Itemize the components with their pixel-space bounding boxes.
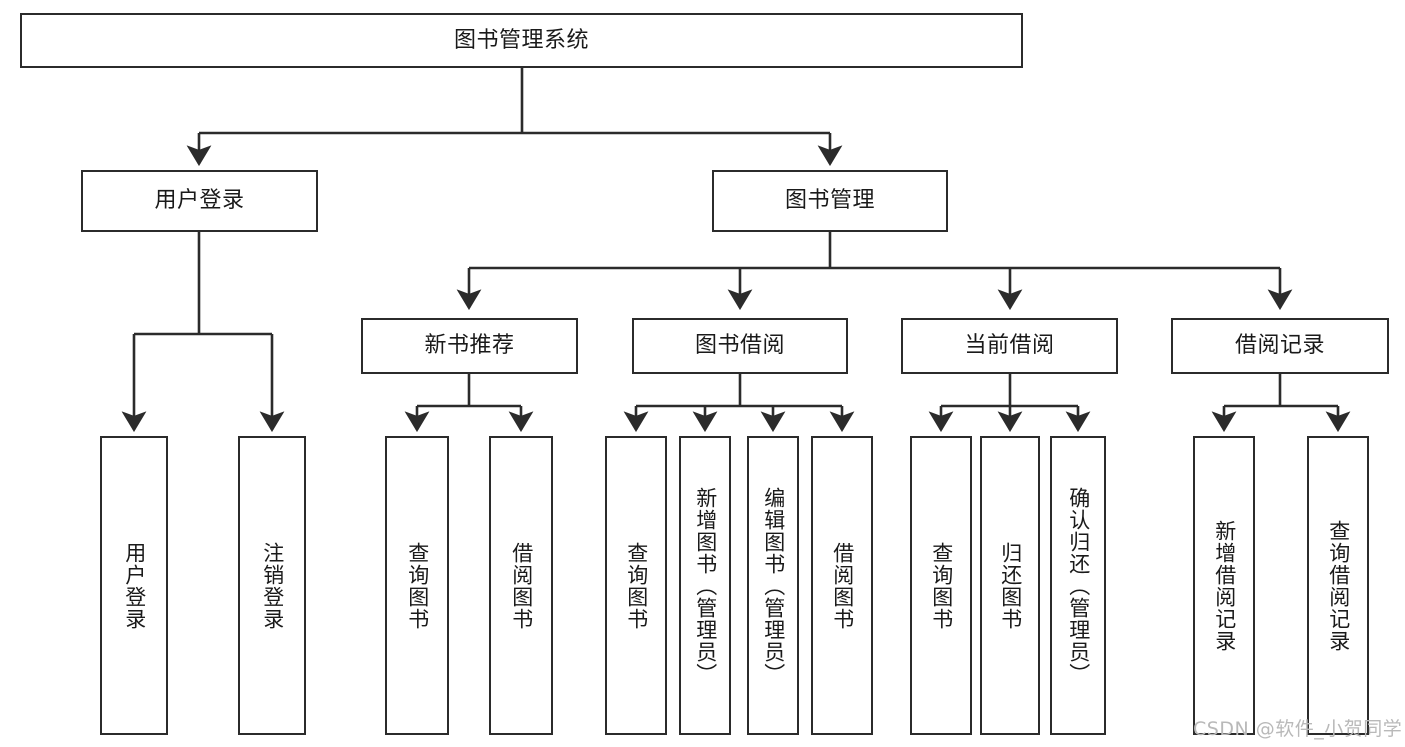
node-label: 归还图书 <box>998 541 1023 630</box>
node-label: 当前借阅 <box>964 333 1055 359</box>
node-label: 查询图书 <box>929 541 954 630</box>
node-book-borrow[interactable]: 图书借阅 <box>632 318 848 374</box>
node-user-login[interactable]: 用户登录 <box>81 170 318 232</box>
node-leaf-logout[interactable]: 注销登录 <box>238 436 306 735</box>
node-label: 借阅图书 <box>830 541 855 630</box>
node-leaf-return-book[interactable]: 归还图书 <box>980 436 1040 735</box>
node-leaf-query-book-current[interactable]: 查询图书 <box>910 436 972 735</box>
node-leaf-query-borrow-record[interactable]: 查询借阅记录 <box>1307 436 1369 735</box>
node-leaf-edit-book-admin[interactable]: 编辑图书（管理员） <box>747 436 799 735</box>
node-label: 编辑图书（管理员） <box>761 486 786 685</box>
node-label: 图书管理系统 <box>453 27 589 53</box>
node-label: 借阅记录 <box>1234 333 1325 359</box>
node-leaf-add-book-admin[interactable]: 新增图书（管理员） <box>679 436 731 735</box>
node-new-book-recommend[interactable]: 新书推荐 <box>361 318 578 374</box>
node-borrow-record[interactable]: 借阅记录 <box>1171 318 1389 374</box>
node-label: 图书管理 <box>784 188 875 214</box>
node-current-borrow[interactable]: 当前借阅 <box>901 318 1118 374</box>
node-label: 用户登录 <box>154 188 245 214</box>
node-leaf-query-book-recommend[interactable]: 查询图书 <box>385 436 449 735</box>
node-label: 新书推荐 <box>424 333 515 359</box>
node-label: 查询图书 <box>405 541 430 630</box>
node-leaf-borrow-book[interactable]: 借阅图书 <box>811 436 873 735</box>
node-label: 新增借阅记录 <box>1212 519 1237 652</box>
node-label: 借阅图书 <box>509 541 534 630</box>
node-root-book-management-system[interactable]: 图书管理系统 <box>20 13 1023 68</box>
node-leaf-user-login[interactable]: 用户登录 <box>100 436 168 735</box>
node-book-management[interactable]: 图书管理 <box>712 170 948 232</box>
node-label: 新增图书（管理员） <box>693 486 718 685</box>
node-label: 注销登录 <box>260 541 285 630</box>
node-label: 确认归还（管理员） <box>1066 486 1091 685</box>
node-leaf-borrow-book-recommend[interactable]: 借阅图书 <box>489 436 553 735</box>
node-leaf-confirm-return-admin[interactable]: 确认归还（管理员） <box>1050 436 1106 735</box>
node-label: 用户登录 <box>122 541 147 630</box>
node-label: 查询图书 <box>624 541 649 630</box>
node-label: 图书借阅 <box>694 333 785 359</box>
node-leaf-query-book-borrow[interactable]: 查询图书 <box>605 436 667 735</box>
node-label: 查询借阅记录 <box>1326 519 1351 652</box>
node-leaf-add-borrow-record[interactable]: 新增借阅记录 <box>1193 436 1255 735</box>
